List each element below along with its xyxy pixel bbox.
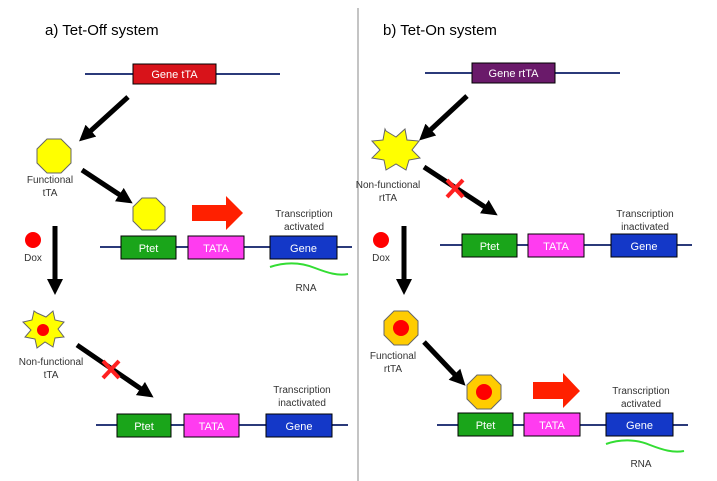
left-panel-title: a) Tet-Off system [45,22,159,39]
right-dox-label: Dox [372,253,390,264]
right-panel-title: b) Tet-On system [383,22,497,39]
left-dox-label: Dox [24,253,42,264]
left-nonfunctional-label-2: tTA [44,370,59,381]
right-top-gene-box [610,233,678,258]
left-top-tata-box [187,235,245,260]
left-bottom-status-1: Transcription [273,385,330,396]
left-bottom-gene-label: Gene [286,421,313,433]
left-nonfunctional-dox-dot [37,324,49,336]
right-bottom-ptet-box [457,412,514,437]
left-rna-wave [269,262,349,276]
left-bottom-tata-label: TATA [199,421,225,433]
right-gene-rttA-label: Gene rtTA [489,68,540,80]
right-dox-dot [373,232,389,248]
right-bottom-status-1: Transcription [612,386,669,397]
left-top-ptet-box [120,235,177,260]
left-bottom-ptet-label: Ptet [134,421,154,433]
left-functional-label-1: Functional [27,175,73,186]
left-nonfunctional-label-1: Non-functional [19,357,83,368]
right-rna-label: RNA [630,459,651,470]
left-bound-tta-octagon [132,197,166,231]
right-bottom-status-2: activated [621,399,661,410]
right-promoter-arrow [533,373,580,408]
right-functional-label-2: rtTA [384,364,402,375]
right-nonfunctional-label-1: Non-functional [356,180,420,191]
left-top-ptet-label: Ptet [139,243,159,255]
right-bottom-tata-box [523,412,581,437]
left-functional-label-2: tTA [43,188,58,199]
left-bottom-tata-box [183,413,240,438]
right-rna-wave [605,439,685,453]
right-top-ptet-label: Ptet [480,241,500,253]
right-bound-dox-dot [476,384,492,400]
left-dox-dot [25,232,41,248]
left-functional-tta-octagon [36,138,72,174]
left-arrow-expression [79,95,130,142]
left-top-gene-box [269,235,338,260]
left-bottom-status-2: inactivated [278,398,326,409]
left-top-status-2: activated [284,222,324,233]
left-rna-label: RNA [295,283,316,294]
left-top-gene-label: Gene [290,243,317,255]
right-functional-dox-dot [393,320,409,336]
right-functional-label-1: Functional [370,351,416,362]
right-block-cross-icon [445,178,465,199]
right-bottom-gene-label: Gene [626,420,653,432]
right-nonfunctional-label-2: rtTA [379,193,397,204]
right-top-tata-box [527,233,585,258]
right-arrow-expression [419,94,469,141]
right-top-ptet-box [461,233,518,258]
right-arrow-binding [422,340,466,386]
left-bottom-ptet-box [116,413,172,438]
right-nonfunctional-rtta-burst [370,127,422,171]
right-bottom-tata-label: TATA [539,420,565,432]
right-top-status-2: inactivated [621,222,669,233]
right-bottom-gene-box [605,412,674,437]
left-top-tata-label: TATA [203,243,229,255]
right-gene-rttA-box [471,62,556,84]
left-top-status-1: Transcription [275,209,332,220]
left-promoter-arrow [192,196,243,230]
right-top-status-1: Transcription [616,209,673,220]
left-gene-ttA-label: Gene tTA [151,69,198,81]
left-arrow-binding [80,167,133,204]
right-top-gene-label: Gene [631,241,658,253]
left-gene-ttA-box [132,63,217,85]
right-top-tata-label: TATA [543,241,569,253]
right-bottom-ptet-label: Ptet [476,420,496,432]
left-bottom-gene-box [265,413,333,438]
left-block-cross-icon [101,359,121,380]
